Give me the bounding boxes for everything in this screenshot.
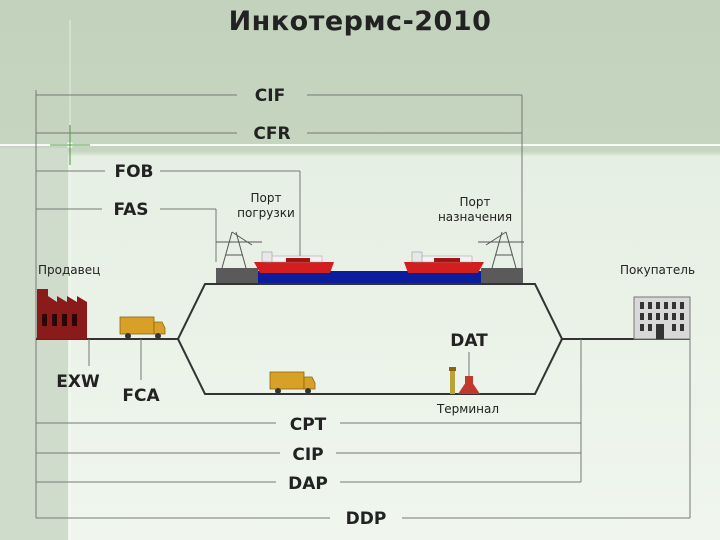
crane-icon xyxy=(478,231,524,269)
buyer-label: Покупатель xyxy=(620,263,695,277)
ship-icon xyxy=(254,251,334,273)
crane-icon xyxy=(216,231,262,269)
truck-icon xyxy=(119,316,166,339)
dock-destination xyxy=(481,268,523,284)
port-loading-label-1: Порт xyxy=(251,191,282,205)
term-fas: FAS xyxy=(113,200,148,220)
term-cfr: CFR xyxy=(253,124,290,144)
terminal-label: Терминал xyxy=(436,402,499,416)
term-exw: EXW xyxy=(56,372,100,392)
building-icon xyxy=(633,296,691,340)
term-dat: DAT xyxy=(450,331,488,351)
term-cif: CIF xyxy=(255,86,285,106)
term-ddp: DDP xyxy=(346,509,387,529)
factory-icon xyxy=(37,289,87,339)
term-cpt: CPT xyxy=(290,415,327,435)
ship-icon xyxy=(404,251,484,273)
term-fca: FCA xyxy=(122,386,160,406)
page-title: Инкотермс-2010 xyxy=(228,6,492,37)
land-route xyxy=(177,338,563,395)
fas-range xyxy=(36,208,217,262)
dock-loading xyxy=(216,268,258,284)
term-cip: CIP xyxy=(292,445,323,465)
seller-label: Продавец xyxy=(38,263,100,277)
sea xyxy=(258,271,481,284)
truck-icon xyxy=(269,371,316,394)
fob-range xyxy=(36,170,301,260)
route-outline xyxy=(36,283,690,340)
term-fob: FOB xyxy=(114,162,153,182)
terminal-icon xyxy=(449,367,480,394)
port-loading-label-2: погрузки xyxy=(237,206,295,220)
cif-range xyxy=(36,94,523,270)
port-dest-label-1: Порт xyxy=(460,195,491,209)
term-dap: DAP xyxy=(288,474,328,494)
port-dest-label-2: назначения xyxy=(438,210,512,224)
